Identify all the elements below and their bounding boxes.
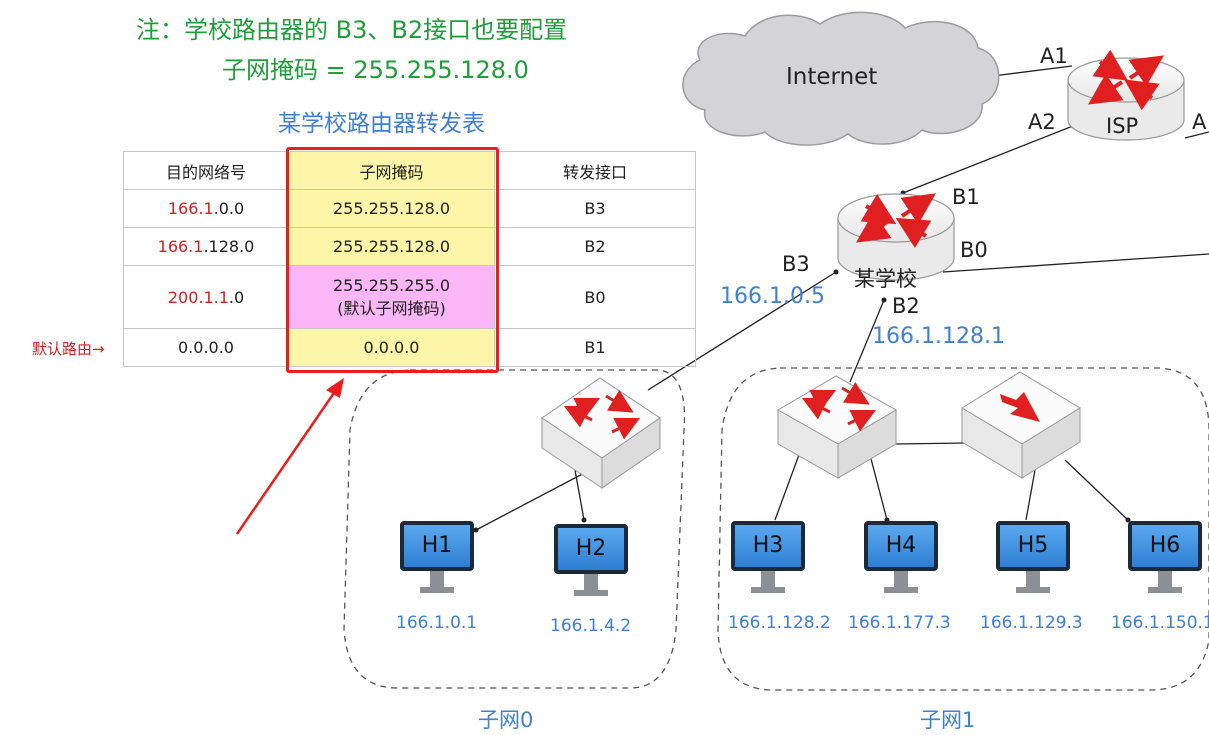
subnet-0-label: 子网0 [478, 708, 534, 732]
host-h2: H2 [554, 524, 628, 600]
dest-cell: 166.1.128.0 [123, 227, 289, 266]
host-h4: H4 [864, 521, 938, 597]
dest-cell: 166.1.0.0 [123, 189, 289, 228]
monitor-icon [1128, 521, 1202, 593]
dest-net-rest: 0.0.0.0 [178, 338, 234, 357]
dest-net-rest: .128.0 [203, 237, 255, 256]
host-ip: 166.1.177.3 [848, 613, 951, 633]
host-ip: 166.1.129.3 [980, 613, 1083, 633]
dest-cell: 0.0.0.0 [123, 328, 289, 367]
mask-value: 255.255.255.0 [332, 275, 451, 295]
mask-cell: 255.255.255.0 (默认子网掩码) [288, 265, 495, 329]
switch-0-icon [541, 377, 661, 489]
monitor-icon [996, 521, 1070, 593]
note-line-1: 注：学校路由器的 B3、B2接口也要配置 [136, 16, 568, 44]
school-router-icon [837, 193, 955, 281]
host-name: H2 [575, 536, 607, 561]
subnet-0-outline [343, 369, 686, 689]
host-h1: H1 [400, 521, 474, 597]
table-row: 200.1.1.0 255.255.255.0 (默认子网掩码) B0 [123, 265, 696, 329]
iface-cell: B1 [494, 328, 696, 367]
host-ip: 166.1.128.2 [728, 613, 831, 633]
internet-cloud [682, 11, 1000, 146]
dest-net-red: 166.1 [167, 199, 214, 218]
host-name: H5 [1017, 533, 1049, 558]
monitor-icon [554, 524, 628, 596]
table-title: 某学校路由器转发表 [278, 111, 485, 137]
isp-router-icon [1067, 49, 1185, 141]
dest-net-red: 166.1 [157, 237, 204, 256]
monitor-icon [400, 521, 474, 593]
table-row: 0.0.0.0 0.0.0.0 B1 [123, 328, 696, 367]
port-b1: B1 [952, 185, 980, 209]
monitor-icon [731, 521, 805, 593]
isp-label: ISP [1106, 114, 1139, 138]
default-route-label: 默认路由→ [32, 340, 105, 358]
hub-icon [961, 371, 1081, 479]
b2-ip: 166.1.128.1 [872, 324, 1005, 349]
iface-cell: B0 [494, 265, 696, 329]
monitor-icon [864, 521, 938, 593]
table-row: 166.1.128.0 255.255.128.0 B2 [123, 227, 696, 266]
dest-net-red: 200.1.1 [167, 287, 229, 307]
table-row: 166.1.0.0 255.255.128.0 B3 [123, 189, 696, 228]
host-h6: H6 [1128, 521, 1202, 597]
mask-note: (默认子网掩码) [337, 298, 446, 318]
host-name: H6 [1149, 533, 1181, 558]
port-b3: B3 [782, 252, 810, 276]
dest-net-rest: .0.0 [213, 199, 245, 218]
mask-column-highlight [286, 147, 499, 373]
host-ip: 166.1.0.1 [396, 613, 478, 633]
iface-cell: B3 [494, 189, 696, 228]
port-a3: A [1192, 110, 1207, 134]
link-lines [475, 65, 1209, 531]
internet-label: Internet [786, 64, 878, 90]
port-b0: B0 [960, 238, 988, 262]
host-ip: 166.1.4.2 [550, 616, 632, 636]
port-a1: A1 [1040, 44, 1068, 68]
host-ip: 166.1.150.1 [1111, 613, 1209, 633]
school-router-label: 某学校 [854, 267, 917, 291]
forwarding-table: 目的网络号 子网掩码 转发接口 166.1.0.0 255.255.128.0 … [123, 151, 696, 367]
mask-cell: 0.0.0.0 [288, 328, 495, 367]
host-h5: H5 [996, 521, 1070, 597]
subnet-1-label: 子网1 [920, 708, 976, 732]
dest-cell: 200.1.1.0 [123, 265, 289, 329]
host-name: H3 [752, 533, 784, 558]
subnet-1-outline [717, 367, 1209, 691]
mask-cell: 255.255.128.0 [288, 189, 495, 228]
header-mask: 子网掩码 [288, 151, 495, 190]
port-b2: B2 [892, 294, 920, 318]
host-name: H4 [885, 533, 917, 558]
host-name: H1 [421, 533, 453, 558]
note-line-2: 子网掩码 = 255.255.128.0 [222, 56, 529, 84]
switch-1-icon [776, 375, 898, 479]
table-header-row: 目的网络号 子网掩码 转发接口 [123, 151, 696, 190]
iface-cell: B2 [494, 227, 696, 266]
b3-ip: 166.1.0.5 [720, 284, 825, 309]
header-interface: 转发接口 [494, 151, 696, 190]
mask-cell: 255.255.128.0 [288, 227, 495, 266]
dest-net-rest: .0 [228, 287, 245, 307]
header-destination: 目的网络号 [123, 151, 289, 190]
host-h3: H3 [731, 521, 805, 597]
port-a2: A2 [1028, 110, 1056, 134]
